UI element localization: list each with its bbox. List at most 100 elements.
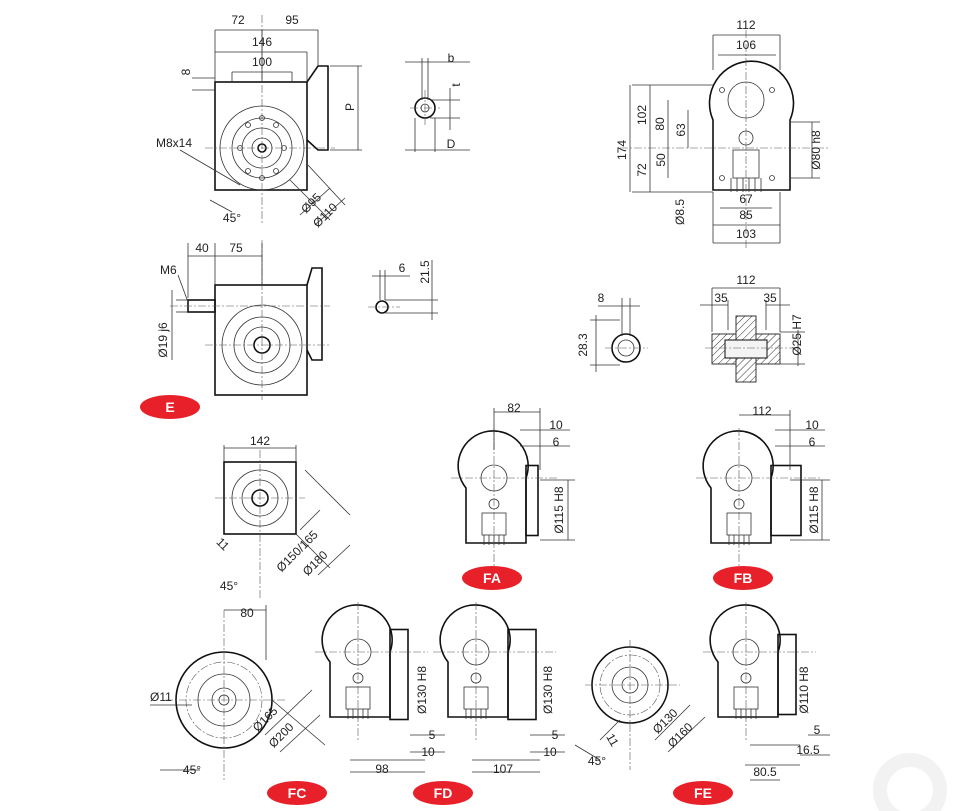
dia-115-h8: Ø115 H8 <box>552 486 566 533</box>
angle-45: 45° <box>588 754 606 768</box>
dim-p: P <box>343 103 357 111</box>
dim-67: 67 <box>739 192 753 206</box>
dim-142: 142 <box>250 434 270 448</box>
flange <box>507 628 537 721</box>
thread-m8x14: M8x14 <box>156 136 192 150</box>
dim-5: 5 <box>552 728 559 742</box>
dim-t: t <box>449 83 463 87</box>
flange-fd-view <box>433 602 556 742</box>
gearbox-housing <box>439 604 511 718</box>
dim-28-3: 28.3 <box>576 333 590 357</box>
bolt-hole <box>273 122 279 128</box>
watermark-ring <box>873 753 947 811</box>
dim-8b: 8 <box>598 291 605 305</box>
badge-fb: FB <box>713 566 773 590</box>
dim-85: 85 <box>739 208 753 222</box>
dimension-line <box>279 714 321 753</box>
gearbox-side <box>214 284 308 396</box>
flange-side <box>306 267 323 361</box>
dia-200: Ø200 <box>266 720 297 751</box>
dimension-line <box>264 689 313 736</box>
dim-112: 112 <box>736 18 755 32</box>
dia-115-h8: Ø115 H8 <box>807 486 821 533</box>
gearbox-housing <box>702 430 774 544</box>
dimension-line <box>271 699 326 746</box>
bolt-hole <box>273 168 279 174</box>
dim-10: 10 <box>805 418 819 432</box>
dim-35b: 35 <box>763 291 777 305</box>
dim-10: 10 <box>421 745 435 759</box>
mount-hole <box>769 175 775 181</box>
dim-d: D <box>447 137 456 151</box>
dim-5: 5 <box>814 723 821 737</box>
angle-45: 45° <box>223 211 241 225</box>
dia-110-h8: Ø110 H8 <box>797 666 811 713</box>
dim-b: b <box>448 51 455 65</box>
gearbox-housing <box>709 604 781 718</box>
dim-40: 40 <box>195 241 209 255</box>
badge-fa: FA <box>462 566 522 590</box>
dim-35a: 35 <box>714 291 728 305</box>
dim-80: 80 <box>240 606 254 620</box>
dim-8: 8 <box>179 68 193 75</box>
thread-m6: M6 <box>160 263 177 277</box>
badge-fd: FD <box>413 781 473 805</box>
flange <box>770 464 802 537</box>
dia-19-j6: Ø19 j6 <box>156 322 170 358</box>
dim-6: 6 <box>399 261 406 275</box>
dia-25-h7: Ø25 H7 <box>790 314 804 356</box>
dimension-line <box>177 274 189 303</box>
dim-98: 98 <box>375 762 389 776</box>
dim-5: 5 <box>429 728 436 742</box>
dia-11: Ø11 <box>150 690 172 704</box>
dim-11: 11 <box>213 535 232 554</box>
dim-16-5: 16.5 <box>796 743 820 757</box>
dim-10: 10 <box>549 418 563 432</box>
flange <box>389 628 409 721</box>
gearbox-housing <box>321 604 393 718</box>
dimension-line <box>209 199 233 213</box>
badge-fa-label: FA <box>483 570 501 586</box>
dim-146: 146 <box>252 35 272 49</box>
angle-45: 45° <box>220 579 238 593</box>
flange-fa-view <box>451 428 558 568</box>
dimension-line <box>179 149 241 186</box>
mount-hole <box>719 87 725 93</box>
dim-21-5: 21.5 <box>418 260 432 284</box>
dim-6: 6 <box>809 435 816 449</box>
dia-8-5: Ø8.5 <box>673 199 687 225</box>
dimension-line <box>299 187 331 216</box>
mount-hole <box>769 87 775 93</box>
dimension-line <box>299 509 321 531</box>
motor-flange <box>306 65 329 151</box>
dim-100: 100 <box>252 55 272 69</box>
dim-95: 95 <box>285 13 299 27</box>
dimension-line <box>599 719 621 741</box>
gearbox-housing <box>457 430 529 544</box>
dimension-line <box>307 164 346 206</box>
dimension-line <box>654 704 691 741</box>
flange-fb-view <box>696 428 821 568</box>
flange-fe-side-view <box>703 602 816 742</box>
dim-80: 80 <box>653 117 667 131</box>
dim-50: 50 <box>654 153 668 167</box>
angle-45: 45° <box>183 763 201 777</box>
dim-82: 82 <box>507 401 521 415</box>
dim-106: 106 <box>736 38 756 52</box>
dimension-line <box>574 744 601 761</box>
mount-hole <box>719 175 725 181</box>
watermark-gear-icon <box>873 753 947 811</box>
dim-72b: 72 <box>635 163 649 177</box>
bore <box>724 339 768 359</box>
dia-80-h8: Ø80 h8 <box>809 130 823 170</box>
badge-fc: FC <box>267 781 327 805</box>
dimension-line <box>317 544 351 576</box>
dim-72: 72 <box>231 13 245 27</box>
dia-130-h8: Ø130 H8 <box>541 666 555 714</box>
badge-fe: FE <box>673 781 733 805</box>
dim-6: 6 <box>553 435 560 449</box>
flange <box>525 464 539 537</box>
dia-130-h8: Ø130 H8 <box>415 666 429 714</box>
dim-112: 112 <box>752 404 771 418</box>
